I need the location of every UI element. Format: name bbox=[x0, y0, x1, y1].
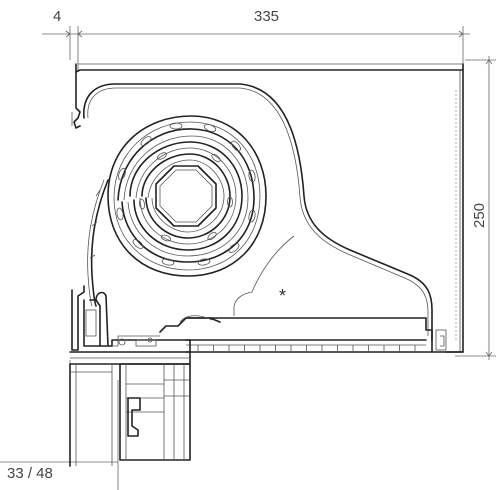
dim-box-width-label: 335 bbox=[254, 8, 280, 25]
window-frame-profile bbox=[69, 285, 221, 467]
shutter-coil bbox=[107, 115, 267, 277]
dim-frame-depth-label: 33 / 48 bbox=[7, 465, 53, 482]
dim-gap-width-label: 4 bbox=[53, 8, 62, 25]
inner-cover-shape bbox=[83, 83, 433, 341]
box-housing-contour bbox=[71, 63, 464, 353]
bottom-insulation-panel bbox=[185, 317, 463, 353]
right-end-profile bbox=[425, 317, 464, 353]
dimension-lines bbox=[0, 26, 496, 490]
shutter-curtain-descent bbox=[87, 179, 109, 307]
asterisk-annotation: * bbox=[279, 286, 287, 306]
octagonal-axle bbox=[155, 165, 217, 227]
